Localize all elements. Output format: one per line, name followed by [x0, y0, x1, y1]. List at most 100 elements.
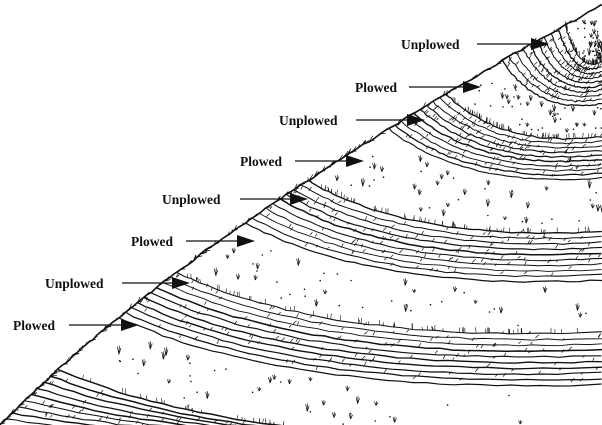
grass-dot: [577, 28, 579, 30]
grass-dot: [551, 218, 553, 220]
plowed-strip: [0, 370, 602, 425]
furrow-line: [408, 117, 601, 167]
grass-tuft: [142, 359, 146, 366]
grass-dot: [256, 270, 258, 272]
grass-tuft: [356, 396, 360, 404]
grass-tuft: [297, 258, 301, 266]
ridge-texture: [0, 4, 602, 425]
grass-dot: [582, 52, 584, 54]
unplowed-strip: [447, 83, 602, 139]
furrow-line: [301, 185, 602, 239]
grass-dot: [430, 304, 432, 306]
grass-tuft: [375, 401, 379, 405]
grass-dot: [515, 89, 517, 91]
grass-tuft: [442, 209, 446, 216]
grass-tuft: [323, 290, 327, 294]
grass-dot: [373, 179, 375, 181]
grass-dot: [350, 184, 352, 186]
grass-dot: [391, 300, 393, 302]
grass-tuft: [256, 263, 260, 269]
grass-dot: [369, 166, 371, 168]
grass-tuft: [507, 99, 511, 104]
grass-tuft: [571, 105, 575, 111]
grass-tuft: [332, 412, 336, 418]
grass-tuft: [525, 217, 529, 224]
grass-dot: [484, 188, 486, 190]
grass-dot: [521, 119, 523, 121]
grass-dot: [487, 215, 489, 217]
grass-dot: [583, 50, 585, 52]
label-text: Plowed: [355, 80, 397, 95]
label-text: Unplowed: [279, 113, 338, 128]
grass-dot: [584, 36, 586, 38]
grass-tuft: [526, 202, 530, 209]
grass-tuft: [474, 300, 478, 304]
grass-dot: [513, 96, 515, 98]
grass-dot: [137, 373, 139, 375]
grass-dot: [504, 88, 506, 90]
grass-dot: [225, 368, 227, 370]
grass-dot: [584, 55, 586, 57]
grass-dot: [214, 370, 216, 372]
grass-dot: [552, 116, 554, 118]
grass-tuft: [373, 163, 377, 170]
grass-dot: [447, 404, 449, 406]
grass-dot: [339, 305, 341, 307]
grass-dot: [406, 304, 408, 306]
grass-dot: [491, 83, 493, 85]
grass-tuft: [440, 174, 444, 179]
grass-dot: [252, 263, 254, 265]
label-plowed-3: Plowed: [131, 234, 255, 249]
grass-dot: [420, 171, 422, 173]
grass-tuft: [505, 94, 509, 98]
grass-dot: [520, 103, 522, 105]
grass-tuft: [306, 404, 310, 412]
grass-tuft: [453, 286, 457, 291]
grass-dot: [441, 301, 443, 303]
furrow-line: [24, 401, 602, 425]
grass-dot: [557, 113, 559, 115]
furrow-line: [307, 180, 602, 234]
grass-dot: [595, 127, 597, 129]
grass-tuft: [419, 207, 423, 211]
grass-tuft: [167, 379, 171, 383]
grass-tuft: [526, 123, 530, 127]
grass-dot: [597, 52, 599, 54]
grass-tuft: [526, 101, 530, 105]
furrow-line: [293, 190, 601, 245]
grass-tuft: [519, 420, 523, 424]
grass-tuft: [579, 313, 583, 318]
grass-tuft: [588, 48, 592, 56]
grass-tuft: [446, 170, 450, 175]
grass-tuft: [501, 92, 505, 99]
grass-dot: [592, 37, 594, 39]
grass-tuft: [549, 109, 553, 115]
grass-tuft: [545, 186, 549, 190]
grass-dot: [270, 250, 272, 252]
grass-tuft: [596, 204, 600, 211]
furrow-line: [37, 389, 602, 425]
grass-dot: [372, 156, 374, 158]
furrow-line: [530, 46, 602, 88]
grass-dot: [531, 129, 533, 131]
grass-dot: [196, 391, 198, 393]
grass-tuft: [419, 155, 423, 162]
grass-dot: [502, 106, 504, 108]
grass-dot: [541, 223, 543, 225]
arrow-head: [237, 235, 255, 247]
grass-tuft: [393, 417, 397, 423]
grass-dot: [190, 381, 192, 383]
grass-dot: [383, 176, 385, 178]
furrow-line: [119, 318, 602, 386]
grass-dot: [337, 273, 339, 275]
grass-dot: [600, 108, 602, 110]
grass-dot: [511, 106, 513, 108]
grass-dot: [598, 50, 600, 52]
grass-dot: [349, 413, 351, 415]
grass-tuft: [529, 95, 533, 101]
grass-tuft: [380, 166, 384, 172]
grass-dot: [132, 358, 134, 360]
hillside-illustration: [0, 4, 602, 425]
grass-dot: [252, 392, 254, 394]
